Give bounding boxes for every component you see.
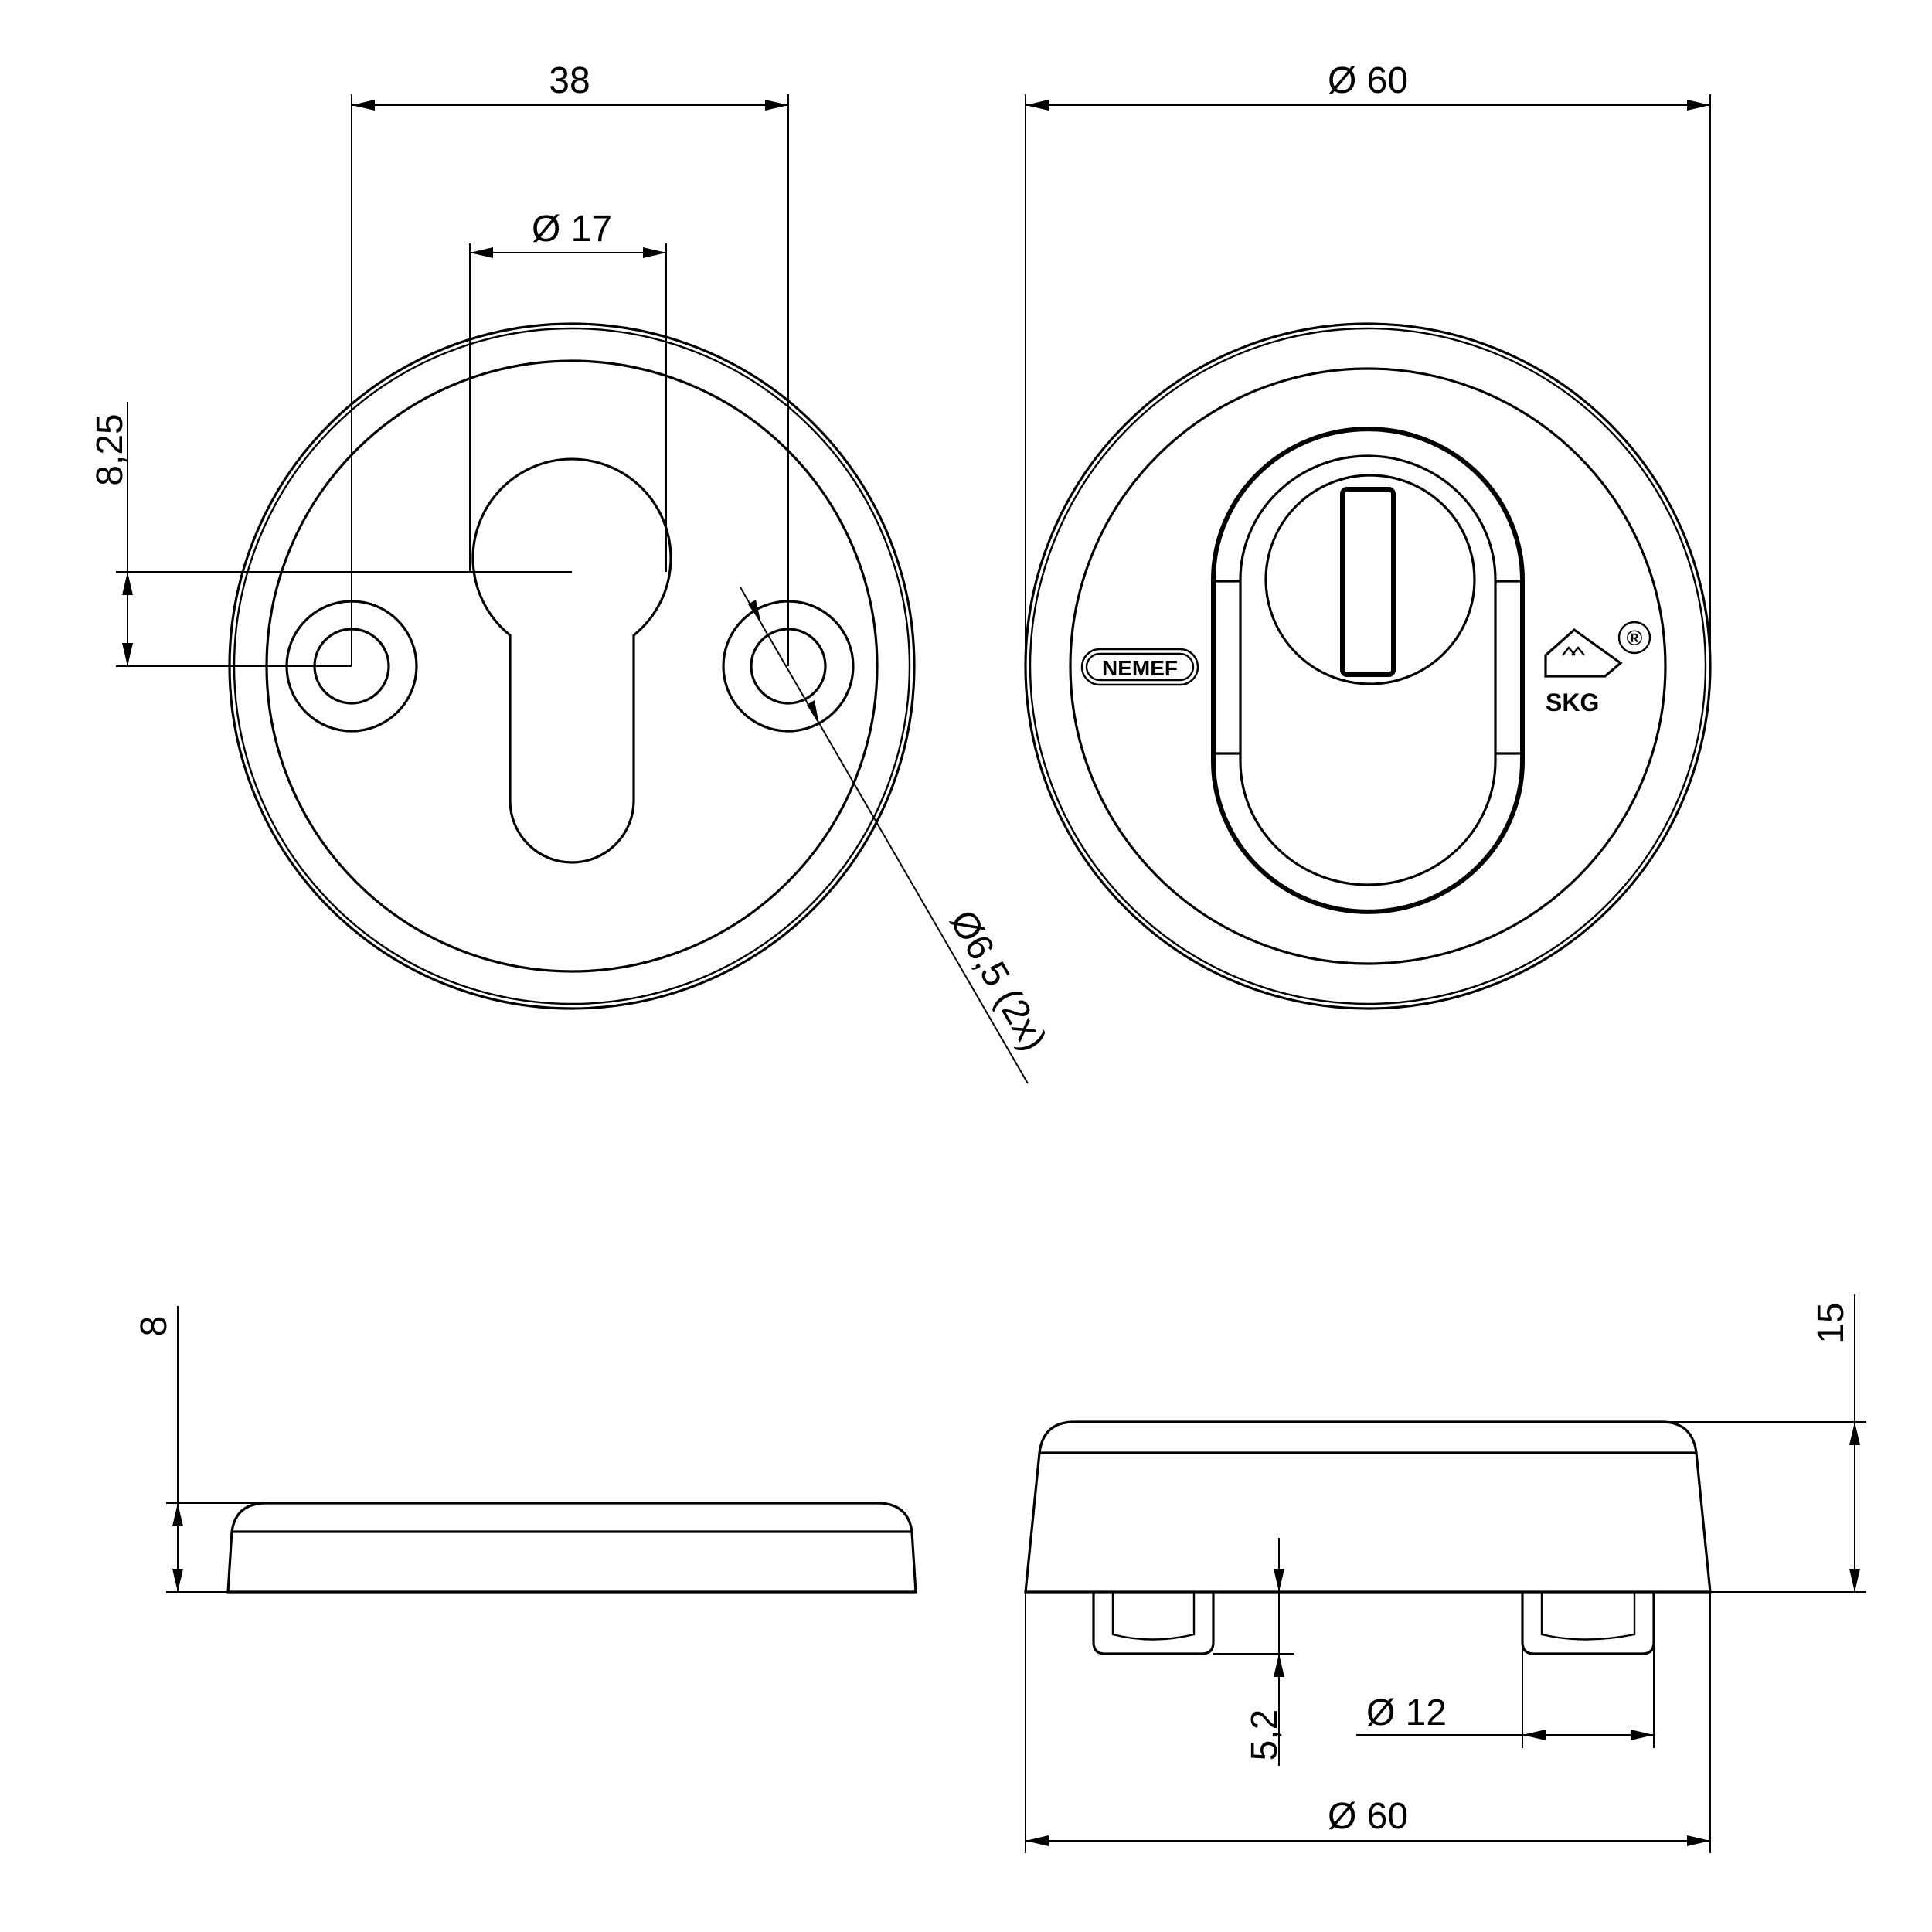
dim-8 (166, 1306, 267, 1593)
dim-60-bottom (1025, 1592, 1711, 1853)
shield-outer (1211, 427, 1525, 914)
side-view-plain (226, 1502, 917, 1594)
svg-text:NEMEF: NEMEF (1102, 656, 1178, 680)
ske-logo: SKG ® (1544, 621, 1651, 716)
dim-60-bottom-label: Ø 60 (1328, 1796, 1408, 1837)
dim-60-top (1025, 94, 1711, 666)
dim-12 (1356, 1592, 1655, 1748)
keyhole-outline (471, 457, 672, 864)
dim-17-label: Ø 17 (532, 209, 612, 250)
dim-38 (351, 94, 789, 666)
dim-8-25 (116, 402, 572, 667)
nemef-logo: NEMEF (1080, 648, 1199, 686)
dim-38-label: 38 (549, 60, 590, 101)
side-view-security (1024, 1420, 1712, 1655)
dim-6-5-label: Ø6,5 (2x) (941, 903, 1054, 1058)
dim-60-top-label: Ø 60 (1328, 60, 1408, 101)
svg-text:®: ® (1627, 626, 1643, 650)
dim-15-label: 15 (1811, 1302, 1852, 1343)
dim-5-2-label: 5,2 (1244, 1709, 1285, 1761)
dim-6-5 (740, 587, 1029, 1084)
svg-text:SKG: SKG (1546, 689, 1599, 716)
dim-15 (1662, 1294, 1866, 1593)
shield-inner (1239, 454, 1497, 886)
dim-5-2 (1213, 1538, 1294, 1766)
dim-17 (469, 243, 667, 572)
key-slot (1340, 487, 1396, 677)
dim-8-25-label: 8,25 (90, 413, 131, 485)
pin-left (1092, 1592, 1215, 1655)
dim-8-label: 8 (134, 1316, 175, 1337)
front-view-security (1024, 322, 1712, 1010)
dim-12-label: Ø 12 (1366, 1692, 1447, 1733)
rotating-disc (1264, 474, 1476, 685)
